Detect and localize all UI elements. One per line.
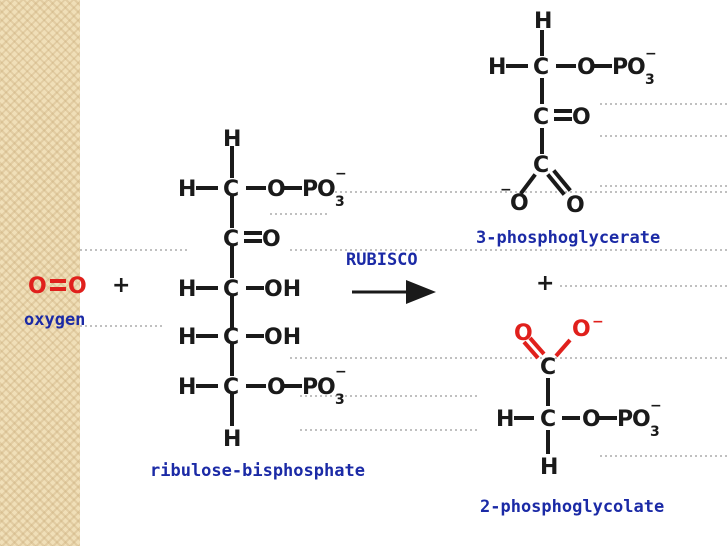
oxygen-molecule: O O — [28, 274, 87, 299]
hydrogen-atom: H — [223, 127, 241, 152]
hydrogen-atom: H — [223, 427, 241, 452]
phosphoglycolate-label: 2-phosphoglycolate — [480, 497, 664, 517]
hydrogen-atom: H — [178, 177, 196, 202]
oxygen-atom: O — [577, 55, 596, 80]
oxygen-atom: O — [317, 177, 336, 202]
carbon-atom: C — [223, 227, 239, 252]
carbon-atom: C — [540, 355, 556, 380]
phosphorus-atom: P — [617, 407, 633, 432]
oxygen-atom: O — [28, 274, 47, 299]
decorative-side-stripe — [0, 0, 80, 546]
hydroxyl-group: OH — [264, 325, 301, 350]
subscript-3: 3 — [335, 194, 345, 210]
oxygen-atom: O — [627, 55, 646, 80]
hydrogen-atom: H — [178, 277, 196, 302]
negative-charge: − — [335, 166, 347, 182]
subscript-3: 3 — [650, 424, 660, 440]
phosphoglycerate-label: 3-phosphoglycerate — [476, 228, 660, 248]
rubisco-label: RUBISCO — [346, 250, 418, 270]
hydrogen-atom: H — [488, 55, 506, 80]
oxygen-atom: O — [514, 321, 533, 346]
oxygen-atom: O — [632, 407, 651, 432]
oxygen-atom: O — [262, 227, 281, 252]
carbon-atom: C — [533, 55, 549, 80]
ribulose-bisphosphate-label: ribulose-bisphosphate — [150, 461, 365, 481]
oxygen-atom: O — [510, 191, 529, 216]
hydroxyl-group: OH — [264, 277, 301, 302]
ribulose-bisphosphate-structure: H H C O P O 3 − C O H C OH H C OH H C O … — [178, 127, 347, 452]
carbon-atom: C — [223, 177, 239, 202]
hydrogen-atom: H — [178, 375, 196, 400]
plus-sign: + — [536, 271, 554, 296]
oxygen-atom: O — [572, 105, 591, 130]
negative-charge: − — [592, 314, 604, 330]
phosphorus-atom: P — [302, 177, 318, 202]
oxygen-atom: O — [267, 177, 286, 202]
hydrogen-atom: H — [534, 9, 552, 34]
carbon-atom: C — [223, 375, 239, 400]
phosphorus-atom: P — [302, 375, 318, 400]
hydrogen-atom: H — [540, 455, 558, 480]
oxygen-atom: O — [317, 375, 336, 400]
phosphoglycerate-structure: H H C O P O 3 − C O C − O O — [488, 9, 657, 218]
oxygen-label: oxygen — [24, 310, 85, 330]
carbon-atom: C — [223, 277, 239, 302]
phosphorus-atom: P — [612, 55, 628, 80]
carbon-atom: C — [533, 153, 549, 178]
oxygen-atom: O — [566, 193, 585, 218]
negative-charge: − — [645, 46, 657, 62]
phosphoglycolate-structure: O O − C H C O P O 3 − H — [496, 314, 662, 480]
negative-charge: − — [650, 398, 662, 414]
negative-charge: − — [335, 364, 347, 380]
dotted-guides — [80, 103, 728, 457]
subscript-3: 3 — [645, 72, 655, 88]
hydrogen-atom: H — [178, 325, 196, 350]
carbon-atom: C — [540, 407, 556, 432]
plus-sign: + — [112, 273, 130, 298]
carbon-atom: C — [223, 325, 239, 350]
reaction-arrow — [352, 280, 436, 304]
oxygen-atom: O — [267, 375, 286, 400]
oxygen-atom: O — [68, 274, 87, 299]
subscript-3: 3 — [335, 392, 345, 408]
negative-charge: − — [500, 182, 512, 198]
hydrogen-atom: H — [496, 407, 514, 432]
oxygen-atom: O — [582, 407, 601, 432]
oxygen-atom: O — [572, 317, 591, 342]
carbon-atom: C — [533, 105, 549, 130]
